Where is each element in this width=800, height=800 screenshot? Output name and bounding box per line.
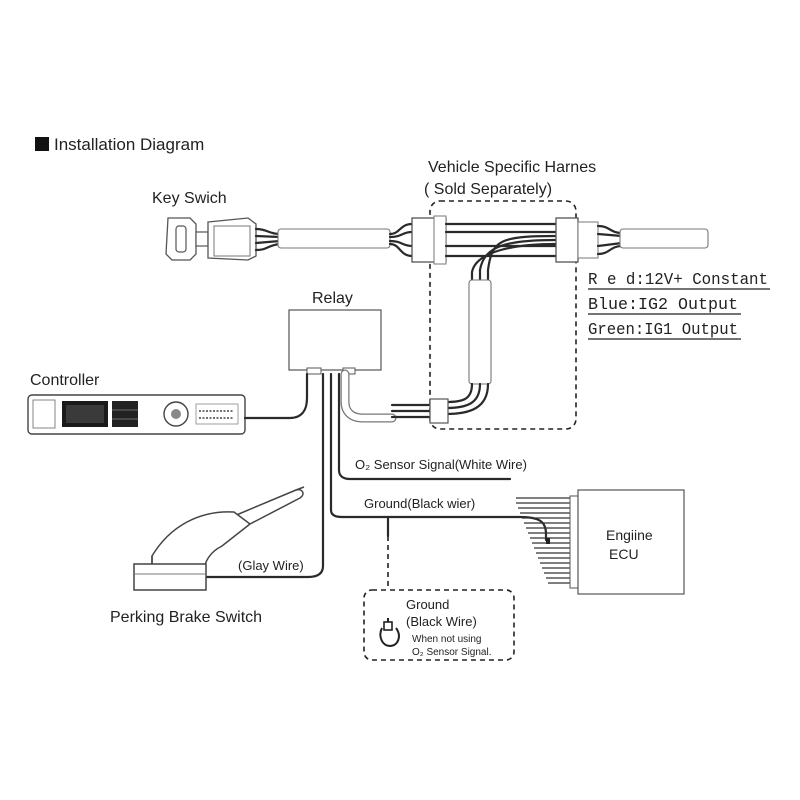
key-switch-label: Key Swich xyxy=(152,190,227,207)
ecu-tap-connector xyxy=(546,538,550,544)
black-square-icon xyxy=(35,137,49,151)
controller-unit xyxy=(27,394,246,435)
key-switch-wires xyxy=(254,227,282,252)
harness-branch-wires xyxy=(470,234,558,284)
relay-to-harness-connector xyxy=(340,369,449,424)
harness-branch-sleeve xyxy=(468,279,492,385)
ecu-box xyxy=(577,489,685,595)
ecu-connector-plate xyxy=(569,495,579,589)
harness-connector-right xyxy=(555,217,579,263)
ground-black-wire xyxy=(329,372,548,542)
glay-wire-label: (Glay Wire) xyxy=(238,558,304,573)
ground-box-note2: O₂ Sensor Signal. xyxy=(412,647,491,658)
sold-separately-label: ( Sold Separately) xyxy=(424,181,552,198)
glay-wire xyxy=(203,372,325,579)
harness-branch-lower-wires xyxy=(444,382,490,416)
ground-dashed-box xyxy=(363,589,515,661)
wire-legend-blue: Blue:IG2 Output xyxy=(588,296,738,315)
o2-signal-wire xyxy=(337,372,512,481)
ecu-label-line2: ECU xyxy=(609,546,639,562)
wire-legend-red: R e d:12V+ Constant xyxy=(588,271,768,290)
harness-sleeve-left xyxy=(277,228,391,249)
o2-signal-label: O₂ Sensor Signal(White Wire) xyxy=(355,457,527,472)
ground-black-label: Ground(Black wier) xyxy=(364,496,475,511)
controller-to-relay-wire xyxy=(243,372,309,420)
ecu-label-line1: Engiine xyxy=(606,527,653,543)
parking-brake-lever xyxy=(133,486,305,591)
controller-label: Controller xyxy=(30,372,100,389)
wire-legend-green: Green:IG1 Output xyxy=(588,321,738,340)
wire-legend: R e d:12V+ Constant Blue:IG2 Output Gree… xyxy=(588,271,770,340)
diagram-title: Installation Diagram xyxy=(54,135,204,154)
perking-brake-label: Perking Brake Switch xyxy=(110,609,262,626)
harness-sleeve-right xyxy=(619,228,709,249)
harness-wires-left xyxy=(388,222,414,258)
harness-wires-right xyxy=(596,224,624,256)
key-switch xyxy=(165,217,257,261)
ground-terminal-icon xyxy=(379,618,400,648)
ground-box-wire: (Black Wire) xyxy=(406,614,477,629)
relay-label: Relay xyxy=(312,290,353,307)
vehicle-harness-dashed-box xyxy=(429,200,577,430)
vehicle-harness-label: Vehicle Specific Harnes xyxy=(428,159,596,176)
ground-box-note1: When not using xyxy=(412,634,482,645)
ground-box-title: Ground xyxy=(406,597,449,612)
relay-box xyxy=(288,309,382,371)
